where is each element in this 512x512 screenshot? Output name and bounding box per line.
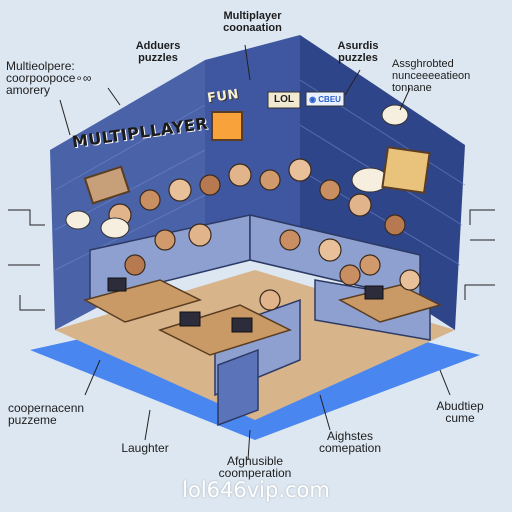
callout-afghusible: Afghusible coomperation	[218, 454, 292, 480]
callout-assghrobted: Assghrobted nunceeeeatieon tonnane	[392, 58, 471, 94]
callout-multiplayer-coonaation: Multiplayer coonaation	[223, 10, 282, 34]
callout-multieolpere: Multieolpere: coorpoopoce∘∞ amorery	[6, 59, 92, 97]
watermark: lol646vip.com	[182, 478, 330, 502]
callout-aighstes: Aighstes comepation	[318, 429, 382, 455]
lol-sign	[267, 91, 301, 109]
callout-abudtiep: Abudtiep cume	[436, 399, 484, 425]
callout-coopernacenn: coopernacenn puzzeme	[8, 401, 85, 427]
monitors	[107, 277, 384, 333]
speech-bubbles	[65, 104, 409, 239]
crowd	[108, 158, 421, 311]
callout-laughter: Laughter	[121, 441, 169, 455]
callout-asurdis-puzzles: Asurdis puzzles	[337, 40, 379, 64]
chat-sign	[305, 91, 345, 107]
callout-adduers-puzzles: Adduers puzzles	[135, 40, 181, 64]
chat-sign-text: ◉ CBEU	[309, 95, 341, 104]
wall-poster	[83, 165, 131, 205]
wall-picture	[381, 146, 431, 194]
lol-sign-text: LOL	[274, 94, 294, 105]
callout-lines	[8, 44, 495, 461]
back-wall	[205, 35, 300, 250]
brick-block	[217, 348, 259, 427]
glowing-window	[211, 111, 243, 141]
